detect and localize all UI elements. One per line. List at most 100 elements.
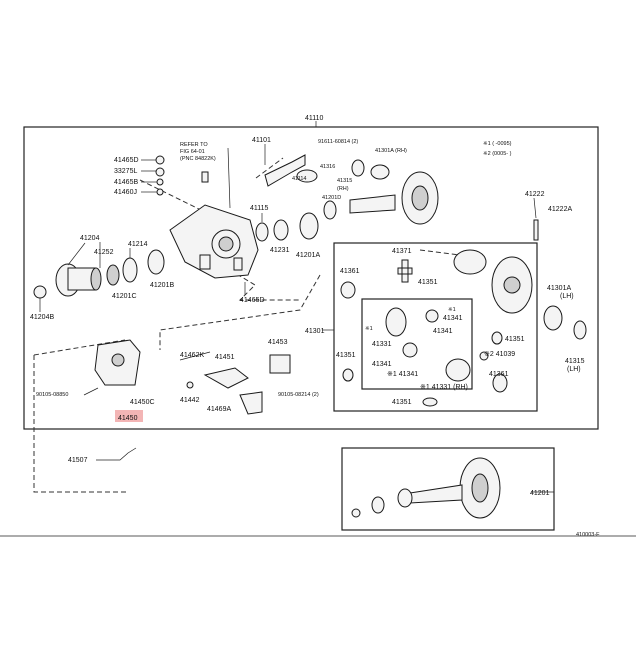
carrier-housing[interactable] xyxy=(169,204,259,279)
gasket-33275l[interactable] xyxy=(155,167,165,177)
breather[interactable] xyxy=(201,171,209,183)
label-41301[interactable]: 41301 xyxy=(305,328,325,335)
washer-41315-lh[interactable] xyxy=(573,320,587,340)
washer-41039[interactable] xyxy=(479,351,489,361)
label-41351-r[interactable]: 41351 xyxy=(505,336,525,343)
plug-41465b[interactable] xyxy=(156,178,164,186)
bearing-41301a-lh[interactable] xyxy=(543,305,563,331)
plate-41361-bot[interactable] xyxy=(492,373,508,393)
washer-41351-left[interactable] xyxy=(342,368,354,382)
label-41465d-top[interactable]: 41465D xyxy=(114,157,139,164)
label-41222[interactable]: 41222 xyxy=(525,191,545,198)
label-41315-rh[interactable]: 41315 xyxy=(337,178,352,184)
label-41450[interactable]: 41450 xyxy=(118,415,138,422)
label-41371[interactable]: 41371 xyxy=(392,248,412,255)
label-41301a-rh[interactable]: 41301A (RH) xyxy=(375,148,407,154)
label-s1-b[interactable]: ※1 xyxy=(365,325,373,332)
label-41201a[interactable]: 41201A xyxy=(296,252,320,259)
bearing-41301a-rh[interactable] xyxy=(370,164,390,180)
ring-gear-set-41201[interactable] xyxy=(351,457,501,519)
label-41442[interactable]: 41442 xyxy=(180,397,200,404)
label-41351-left[interactable]: 41351 xyxy=(336,352,356,359)
label-41507[interactable]: 41507 xyxy=(68,457,88,464)
label-41201d[interactable]: 41201D xyxy=(322,195,341,201)
label-41114[interactable]: 41114 xyxy=(292,176,306,182)
label-41252[interactable]: 41252 xyxy=(94,249,114,256)
pin-41442[interactable] xyxy=(186,381,194,389)
label-41115[interactable]: 41115 xyxy=(250,205,269,212)
label-41110[interactable]: 41110 xyxy=(305,115,324,122)
label-lh-top[interactable]: (LH) xyxy=(560,293,574,300)
label-90105-08850[interactable]: 90105-08850 xyxy=(36,392,68,398)
companion-flange[interactable] xyxy=(55,263,102,297)
shift-fork-41451[interactable] xyxy=(203,367,249,389)
label-41315-lh[interactable]: 41315 xyxy=(565,358,585,365)
label-41231[interactable]: 41231 xyxy=(270,247,290,254)
rod-41462k[interactable] xyxy=(179,351,211,361)
washer-41351-bot[interactable] xyxy=(422,397,438,407)
label-41351-bot[interactable]: 41351 xyxy=(392,399,412,406)
label-41462k[interactable]: 41462K xyxy=(180,352,204,359)
drive-pinion[interactable] xyxy=(349,171,439,225)
label-41341-c[interactable]: 41341 xyxy=(372,361,392,368)
label-33275l[interactable]: 33275L xyxy=(114,168,137,175)
label-41201c[interactable]: 41201C xyxy=(112,293,137,300)
label-41331-rh[interactable]: ※1 41331 (RH) xyxy=(420,384,468,391)
yoke-41101[interactable] xyxy=(264,154,306,187)
label-41222a[interactable]: 41222A xyxy=(548,206,572,213)
spacer-41231[interactable] xyxy=(273,219,289,241)
pinion-41341-a[interactable] xyxy=(425,309,439,323)
label-41301a-lh[interactable]: 41301A xyxy=(547,285,571,292)
label-41465b[interactable]: 41465B xyxy=(114,179,138,186)
nut-41204b[interactable] xyxy=(33,285,47,299)
label-91611[interactable]: 91611-60814 (2) xyxy=(318,139,358,145)
lever-41469a[interactable] xyxy=(239,391,263,415)
sleeve-41453[interactable] xyxy=(269,354,291,374)
label-41460j[interactable]: 41460J xyxy=(114,189,137,196)
oil-seal-41316[interactable] xyxy=(296,169,318,183)
washer-41315[interactable] xyxy=(351,159,365,177)
side-gear-41331-lh[interactable] xyxy=(385,307,407,337)
label-41331-lh[interactable]: 41331 xyxy=(372,341,392,348)
label-lh-bot[interactable]: (LH) xyxy=(567,366,581,373)
bolt-41222[interactable] xyxy=(533,219,539,241)
cap-41465d[interactable] xyxy=(155,155,165,165)
label-90105-08214[interactable]: 90105-08214 (2) xyxy=(278,392,319,398)
label-41101[interactable]: 41101 xyxy=(252,137,271,144)
actuator-41450[interactable] xyxy=(94,339,141,386)
bearing-41201c[interactable] xyxy=(106,264,120,286)
label-41204[interactable]: 41204 xyxy=(80,235,100,242)
ring-41115[interactable] xyxy=(255,222,269,242)
plate-41361-top[interactable] xyxy=(340,281,356,299)
label-41204b[interactable]: 41204B xyxy=(30,314,54,321)
seal-41214[interactable] xyxy=(122,257,138,283)
washer-41351-r[interactable] xyxy=(491,331,503,345)
label-s1-a[interactable]: ※1 xyxy=(448,306,456,313)
label-41450c[interactable]: 41450C xyxy=(130,399,155,406)
label-41451[interactable]: 41451 xyxy=(215,354,235,361)
label-rh[interactable]: (RH) xyxy=(337,186,349,192)
label-41351-top[interactable]: 41351 xyxy=(418,279,438,286)
label-41465d-bot[interactable]: 41465D xyxy=(240,297,265,304)
label-41341-a[interactable]: 41341 xyxy=(443,315,463,322)
label-41361-top[interactable]: 41361 xyxy=(340,268,360,275)
bearing-41201a[interactable] xyxy=(299,212,319,240)
label-41201[interactable]: 41201 xyxy=(530,490,550,497)
label-41214[interactable]: 41214 xyxy=(128,241,148,248)
label-41469a[interactable]: 41469A xyxy=(207,406,231,413)
bearing-41201b[interactable] xyxy=(147,249,165,275)
breather-tube-41507[interactable] xyxy=(96,447,137,461)
label-41039[interactable]: ※2 41039 xyxy=(484,351,515,358)
label-41453[interactable]: 41453 xyxy=(268,339,288,346)
washer-41201d[interactable] xyxy=(323,200,337,220)
label-41341-d[interactable]: ※1 41341 xyxy=(387,371,418,378)
label-41201b[interactable]: 41201B xyxy=(150,282,174,289)
label-41341-b[interactable]: 41341 xyxy=(433,328,453,335)
pinion-41341-b[interactable] xyxy=(402,342,418,358)
bolt-90105-08850[interactable] xyxy=(83,387,99,396)
label-41316[interactable]: 41316 xyxy=(320,164,335,170)
spider-41371[interactable] xyxy=(397,259,413,283)
side-gear-41331-rh[interactable] xyxy=(445,358,471,382)
label-41361-bot[interactable]: 41361 xyxy=(489,371,509,378)
differential-case[interactable] xyxy=(453,249,533,314)
